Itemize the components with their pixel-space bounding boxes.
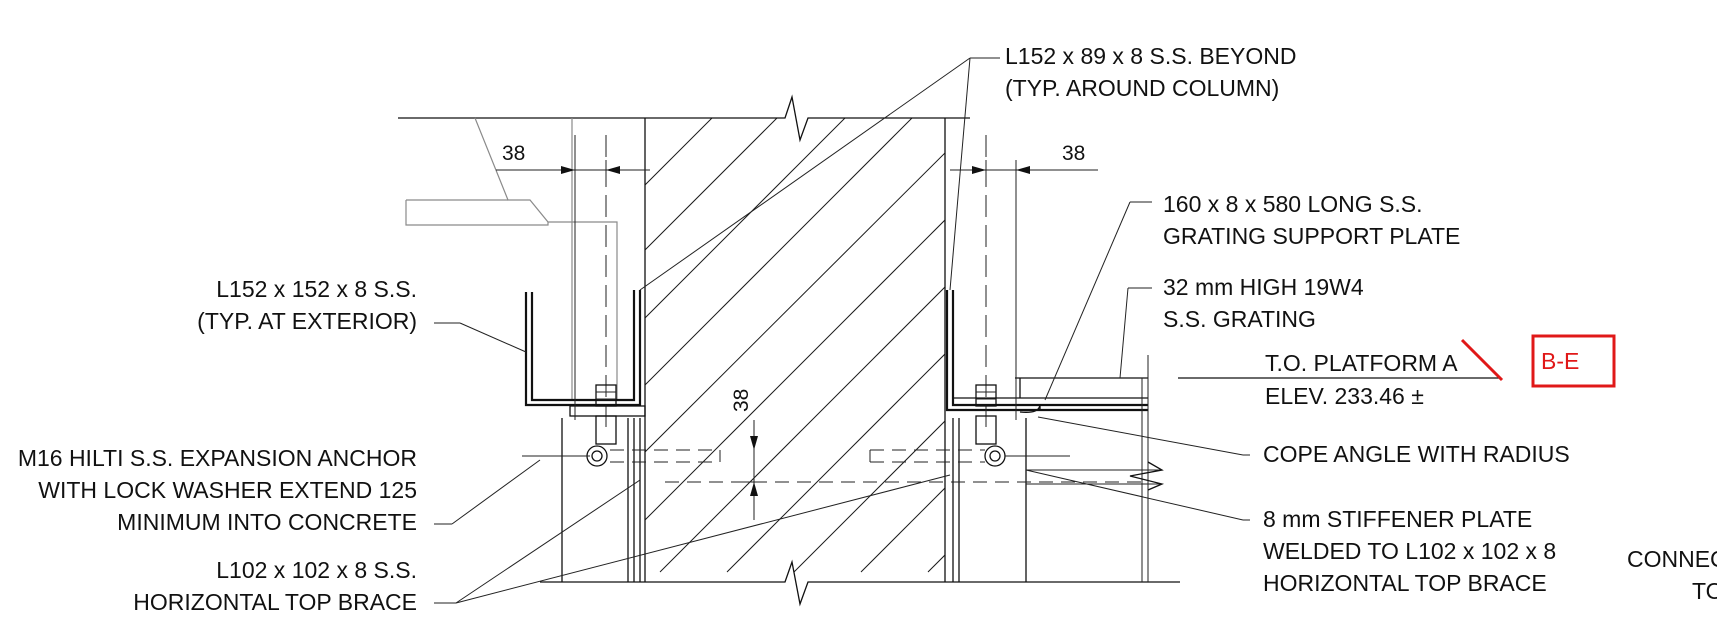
grating-line1: 32 mm HIGH 19W4 [1163,274,1364,300]
angle-beyond-line1: L152 x 89 x 8 S.S. BEYOND [1005,43,1296,69]
brace-line2: HORIZONTAL TOP BRACE [133,589,417,615]
left-brace [522,418,721,582]
brace-line1: L102 x 102 x 8 S.S. [216,557,417,583]
callout-grating: 32 mm HIGH 19W4 S.S. GRATING [1119,274,1364,379]
dimension-left-text: 38 [502,142,525,165]
bottom-break-line [540,559,1180,607]
callout-anchor: M16 HILTI S.S. EXPANSION ANCHOR WITH LOC… [18,445,541,535]
stiffener-line3: HORIZONTAL TOP BRACE [1263,570,1547,596]
cope-label: COPE ANGLE WITH RADIUS [1263,441,1570,467]
callout-brace: L102 x 102 x 8 S.S. HORIZONTAL TOP BRACE [133,474,951,615]
connection-line2: TO [1692,578,1717,604]
right-bolt [975,384,997,445]
dimension-vertical: 38 [730,389,764,520]
anchor-line3: MINIMUM INTO CONCRETE [117,509,417,535]
cope-radius [1019,403,1041,413]
anchor-line2: WITH LOCK WASHER EXTEND 125 [38,477,417,503]
platform-elevation: T.O. PLATFORM A ELEV. 233.46 ± [1178,350,1500,409]
platform-label: T.O. PLATFORM A [1265,350,1458,376]
top-break-line [398,94,970,143]
left-angle [524,135,646,430]
grating-line2: S.S. GRATING [1163,306,1316,332]
platform-elevation-label: ELEV. 233.46 ± [1265,383,1424,409]
dimension-vertical-text: 38 [730,389,753,412]
angle-exterior-line1: L152 x 152 x 8 S.S. [216,276,417,302]
angle-beyond-line2: (TYP. AROUND COLUMN) [1005,75,1279,101]
right-angle [945,135,1149,582]
callout-connection: CONNECTION TO [1627,546,1717,604]
callout-grating-plate: 160 x 8 x 580 LONG S.S. GRATING SUPPORT … [1044,191,1460,401]
right-brace [665,418,1165,582]
wall-hatch [645,118,945,573]
left-grating-outline [405,117,618,400]
anchor-line1: M16 HILTI S.S. EXPANSION ANCHOR [18,445,417,471]
callout-angle-exterior: L152 x 152 x 8 S.S. (TYP. AT EXTERIOR) [197,276,527,353]
dimension-right: 38 [950,142,1098,180]
callout-cope: COPE ANGLE WITH RADIUS [1037,416,1570,467]
callout-angle-beyond: L152 x 89 x 8 S.S. BEYOND (TYP. AROUND C… [639,43,1296,291]
grating-plate-line2: GRATING SUPPORT PLATE [1163,223,1460,249]
revision-tag-label: B-E [1541,348,1579,374]
revision-tag: B-E [1460,334,1616,388]
grating-plate-line1: 160 x 8 x 580 LONG S.S. [1163,191,1423,217]
stiffener-line1: 8 mm STIFFENER PLATE [1263,506,1532,532]
left-bolt [595,384,617,445]
concrete-wall [398,94,1180,607]
dimension-right-text: 38 [1062,142,1085,165]
callout-stiffener: 8 mm STIFFENER PLATE WELDED TO L102 x 10… [1025,469,1556,596]
angle-exterior-line2: (TYP. AT EXTERIOR) [197,308,417,334]
connection-line1: CONNECTION [1627,546,1717,572]
stiffener-line2: WELDED TO L102 x 102 x 8 [1263,538,1556,564]
dimension-left: 38 [496,142,650,180]
